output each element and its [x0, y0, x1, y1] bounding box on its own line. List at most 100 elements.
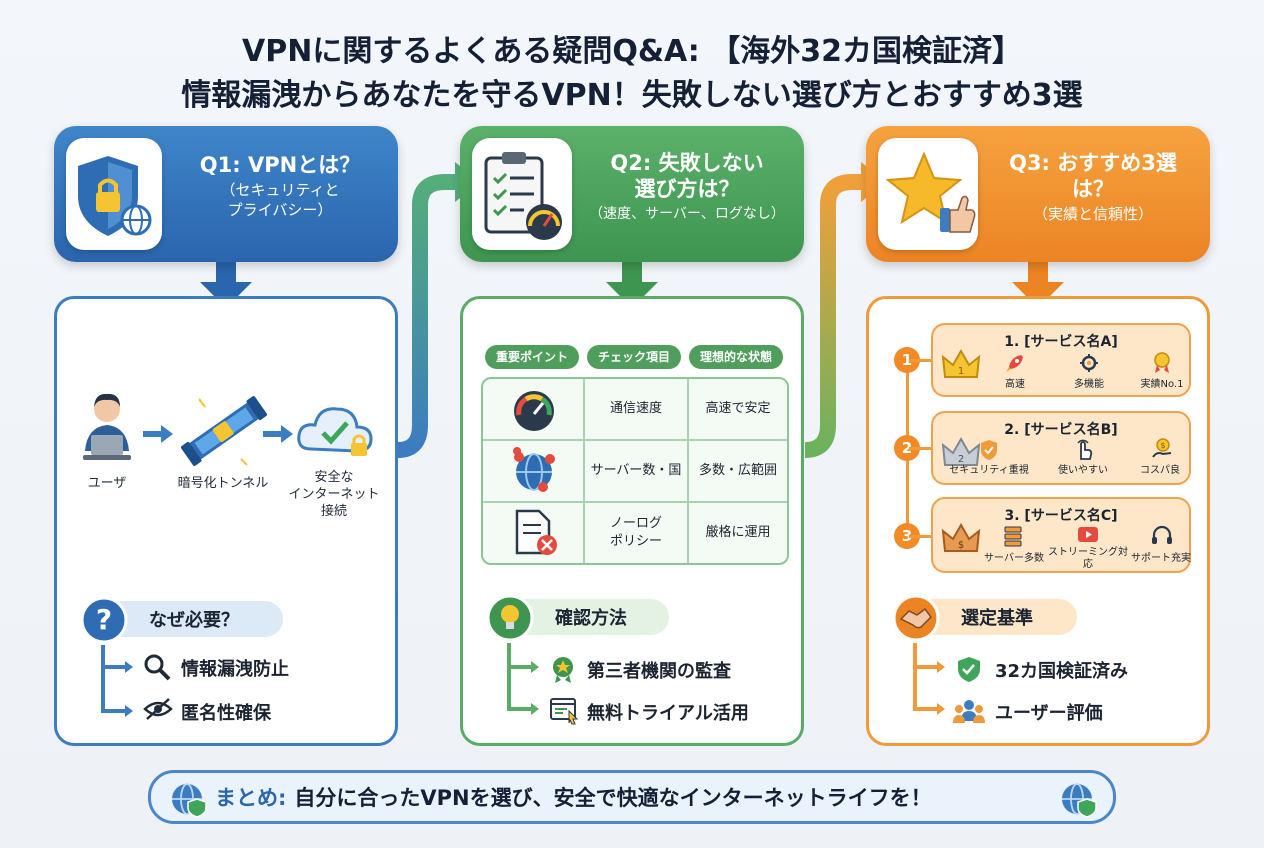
shield-check-green-icon [958, 657, 980, 682]
globe-shield-icon [1062, 783, 1097, 818]
page-title-line1: VPNに関するよくある疑問Q&A: 【海外32カ国検証済】 [242, 34, 1022, 69]
row2-ideal: 多数・広範囲 [698, 463, 777, 478]
row3-ideal: 厳格に運用 [705, 525, 771, 540]
criteria-pill: 選定基準 [915, 599, 1077, 635]
why-item-1: 情報漏洩防止 [181, 659, 289, 680]
rank-1-name: 1. [サービス名A] [1004, 334, 1118, 350]
row3-check-line2: ポリシー [609, 534, 662, 549]
row2-check: サーバー数・国 [590, 463, 682, 478]
q3-header: Q3: おすすめ3選 は？ （実績と信頼性） [866, 126, 1210, 262]
svg-text:$: $ [958, 540, 964, 551]
branch-lines-orange [913, 643, 945, 715]
q2-title-line2: 選び方は？ [634, 177, 740, 201]
rank-card-1: 1. [サービス名A] 1 高速 多機能 実績No.1 [931, 323, 1191, 397]
q2-header: Q2: 失敗しない 選び方は？ （速度、サーバー、ログなし） [460, 126, 804, 262]
summary-bar: まとめ: 自分に合ったVPNを選び、安全で快適なインターネットライフを！ [148, 770, 1116, 824]
q1-icon-box [66, 138, 162, 250]
criteria-table: 通信速度 高速で安定 サーバー数・国 多数・広範囲 ノーログ ポリシー 厳格に運… [481, 377, 789, 565]
flow-secure-label-3: 接続 [320, 504, 347, 519]
q2-subtitle: （速度、サーバー、ログなし） [589, 206, 785, 222]
confirm-item-1: 第三者機関の監査 [587, 661, 731, 682]
gold-crown-icon: 1 [941, 349, 981, 378]
star-thumbs-up-icon [885, 151, 976, 233]
rank-2-name: 2. [サービス名B] [1004, 422, 1118, 438]
svg-text:$: $ [1160, 441, 1165, 450]
rank-3-name: 3. [サービス名C] [1004, 508, 1118, 524]
q1-panel: ユーザ 暗号化トンネル 安全な インターネット 接続 なぜ必要？ ? [54, 296, 398, 746]
q2-icon-box [472, 138, 572, 250]
question-icon: ? [80, 596, 128, 644]
svg-text:?: ? [96, 603, 112, 636]
confirm-item-2: 無料トライアル活用 [587, 703, 749, 724]
flow-user-label: ユーザ [87, 476, 127, 491]
rank-card-2: 2. [サービス名B] 2 セキュリティ重視 使いやすい $ コスパ良 [931, 411, 1191, 485]
rank-1-feature-3: 実績No.1 [1140, 379, 1184, 390]
svg-text:1: 1 [958, 366, 964, 377]
row1-check: 通信速度 [609, 401, 662, 416]
rank-1-feature-1: 高速 [1005, 379, 1025, 390]
trial-window-icon [550, 698, 579, 725]
users-group-icon [953, 700, 985, 723]
arrow-right-icon [263, 425, 293, 443]
multi-function-icon [1080, 354, 1098, 372]
server-stack-icon [1004, 526, 1022, 547]
coin-hand-icon: $ [1152, 438, 1172, 458]
rank-2-feature-1: セキュリティ重視 [949, 465, 1029, 476]
award-badge-icon [553, 657, 573, 683]
row3-check-line1: ノーログ [609, 516, 662, 531]
document-x-icon [515, 509, 557, 555]
secure-cloud-icon [297, 407, 373, 456]
headset-icon [1152, 525, 1172, 544]
shield-check-icon [981, 440, 997, 460]
down-arrow-q3 [1012, 282, 1064, 308]
globe-shield-icon [172, 783, 207, 818]
table-header-2: チェック項目 [587, 345, 681, 369]
down-arrow-q1 [200, 282, 252, 308]
svg-text:2: 2 [958, 454, 964, 465]
page-title-line2: 情報漏洩からあなたを守るVPN！失敗しない選び方とおすすめ3選 [181, 78, 1083, 113]
q2-title-line1: Q2: 失敗しない [610, 151, 764, 175]
flow-tunnel-label: 暗号化トンネル [177, 476, 269, 491]
down-arrow-q2 [606, 282, 658, 308]
encrypted-tunnel-icon [181, 396, 267, 466]
shield-lock-icon [78, 156, 152, 236]
criteria-label: 選定基準 [961, 608, 1033, 629]
summary-label: まとめ: [215, 786, 287, 810]
medal-icon [1154, 352, 1170, 373]
streaming-play-icon [1078, 527, 1098, 542]
rank-3-feature-2: ストリーミング対応 [1048, 547, 1128, 570]
confirm-pill: 確認方法 [509, 599, 669, 635]
flow-secure-label-2: インターネット [288, 487, 380, 502]
arrow-q2-q3 [804, 174, 862, 458]
confirm-label: 確認方法 [555, 608, 627, 629]
why-needed-pill: なぜ必要？ [99, 601, 283, 637]
rank-1-feature-2: 多機能 [1074, 379, 1104, 390]
rocket-icon [1006, 355, 1023, 372]
eye-slash-icon [143, 698, 173, 720]
globe-pins-icon [513, 447, 555, 492]
q3-title-line2: は？ [1072, 177, 1114, 201]
table-header-3: 理想的な状態 [689, 345, 783, 369]
why-item-2: 匿名性確保 [181, 703, 271, 724]
table-header-1: 重要ポイント [485, 345, 579, 369]
arrow-right-icon [143, 425, 173, 443]
rank-2-feature-2: 使いやすい [1058, 465, 1108, 476]
user-laptop-icon [83, 393, 131, 460]
lightbulb-icon [486, 594, 534, 642]
silver-crown-icon: 2 [941, 437, 981, 466]
why-needed-label: なぜ必要？ [149, 610, 239, 631]
tap-finger-icon [1077, 439, 1093, 460]
summary-text: 自分に合ったVPNを選び、安全で快適なインターネットライフを！ [294, 786, 932, 810]
q2-panel: 重要ポイント チェック項目 理想的な状態 通信速度 高速で安定 サーバー数・国 … [460, 296, 804, 746]
q1-header: Q1: VPNとは？ （セキュリティと プライバシー） [54, 126, 398, 262]
flow-secure-label-1: 安全な [314, 470, 354, 485]
q3-subtitle: （実績と信頼性） [1032, 205, 1153, 223]
criteria-item-2: ユーザー評価 [995, 703, 1103, 724]
branch-lines-green [507, 643, 539, 715]
rank-3-feature-3: サポート充実 [1131, 553, 1191, 564]
clipboard-gauge-icon [484, 152, 562, 240]
criteria-item-1: 32カ国検証済み [995, 661, 1129, 682]
q3-icon-box [878, 138, 978, 250]
rank-card-3: 3. [サービス名C] $ サーバー多数 ストリーミング対応 サポート充実 [931, 497, 1191, 573]
